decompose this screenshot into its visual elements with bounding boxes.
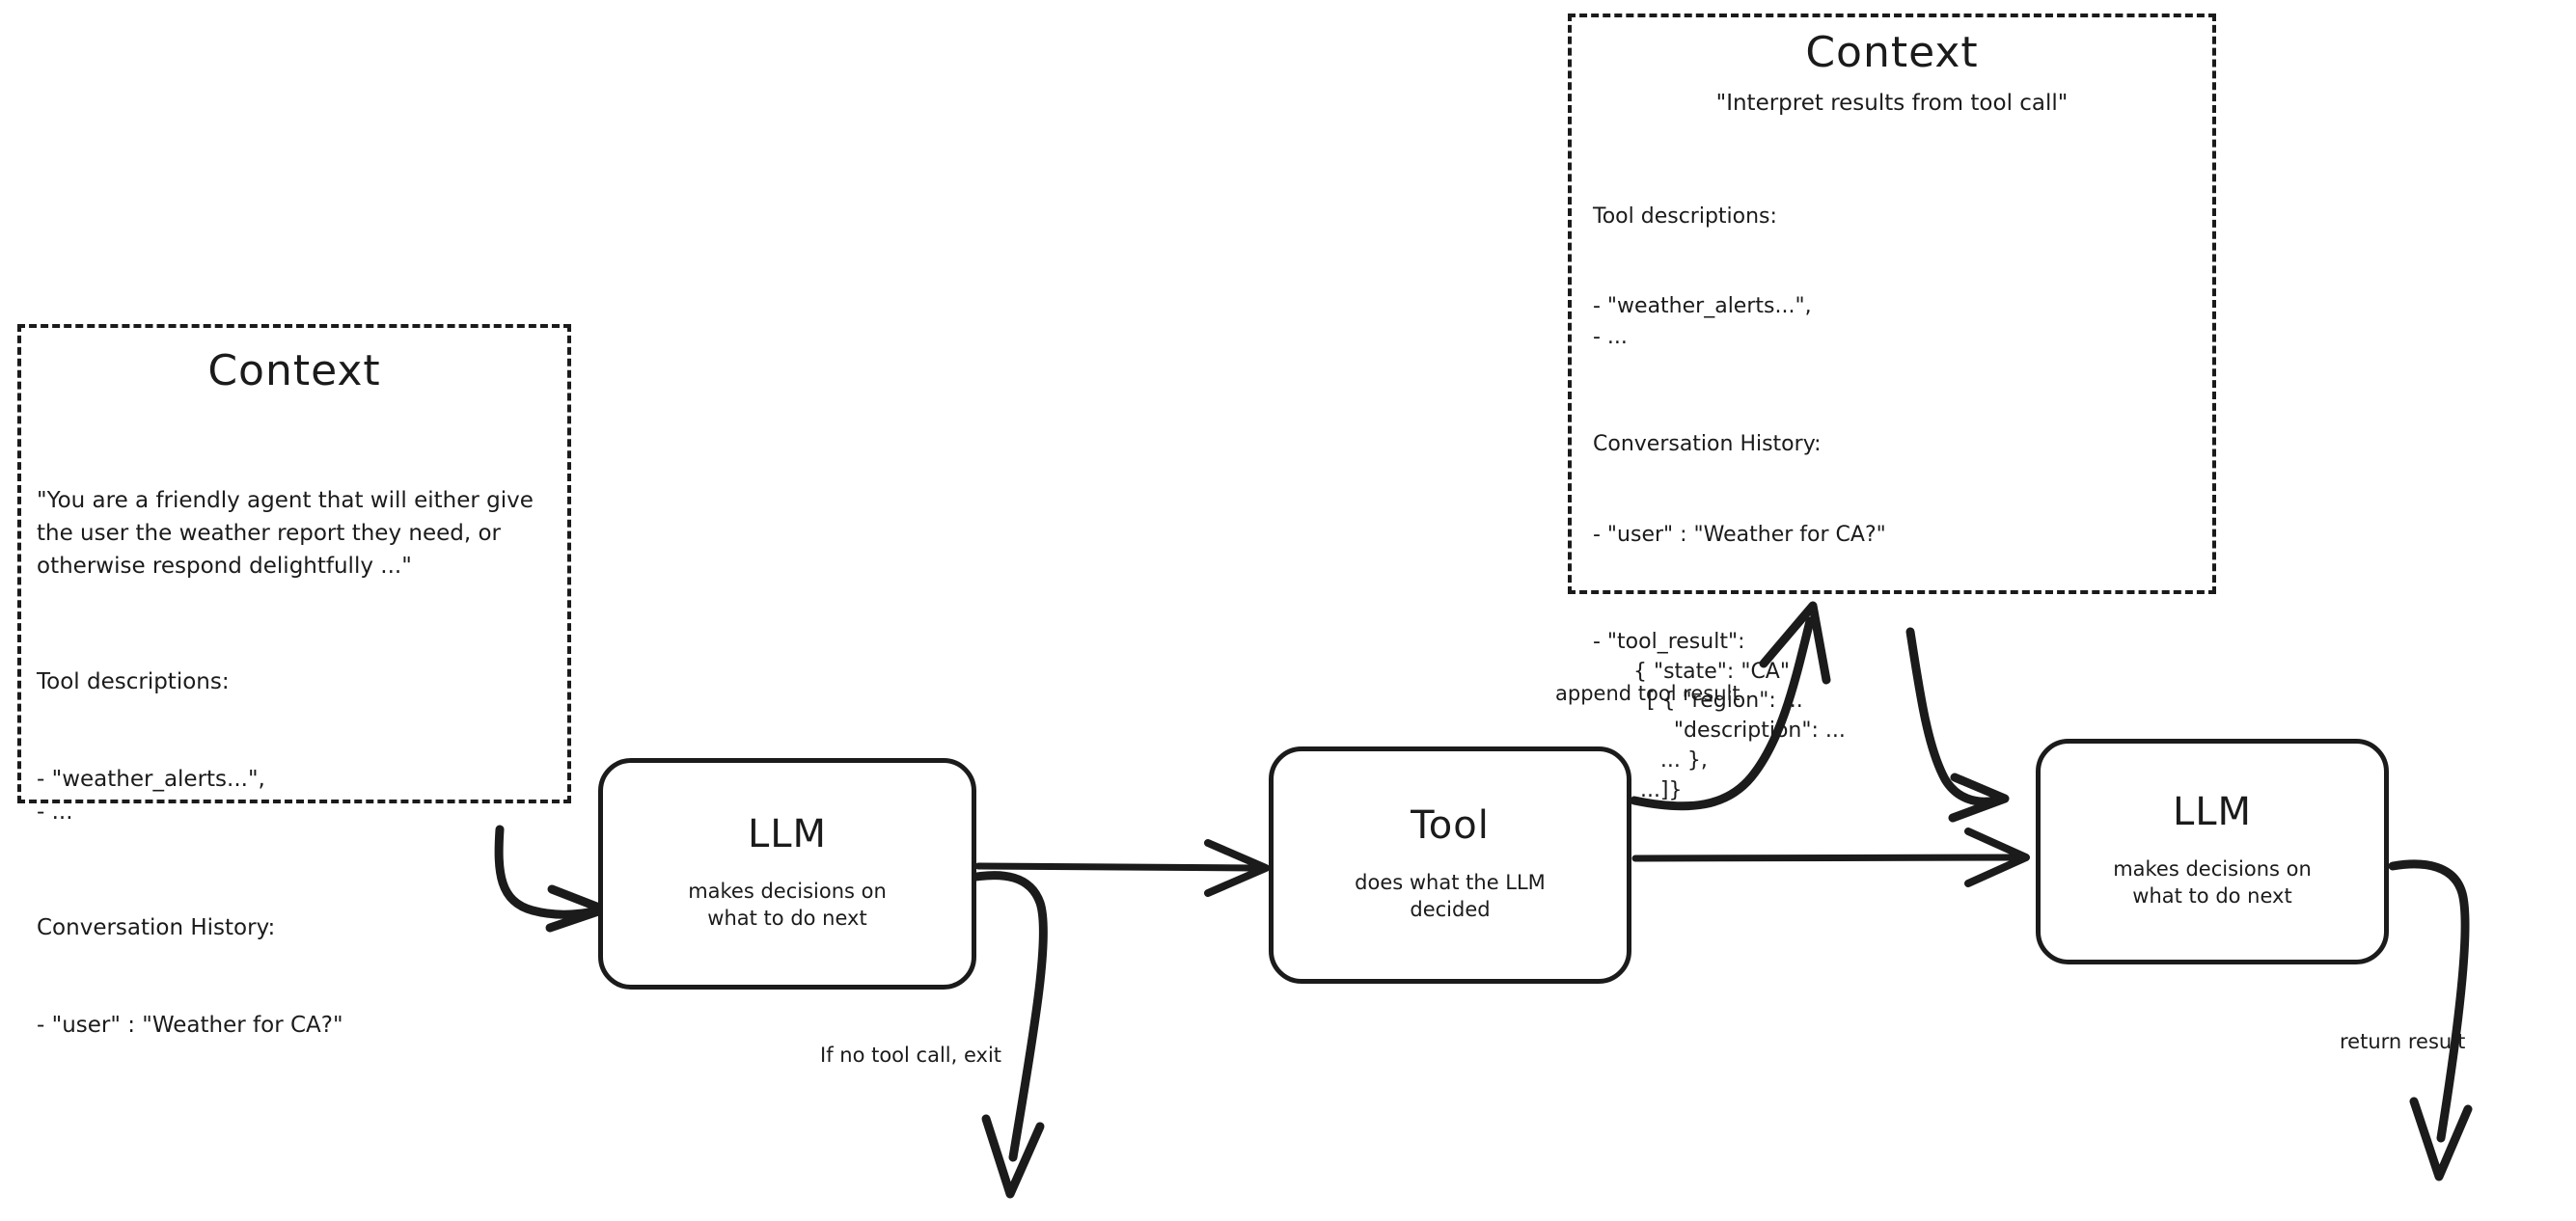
node-llm-first-title: LLM [747,812,828,857]
edge-label-if-no-tool-call-exit: If no tool call, exit [820,1044,1002,1067]
context-right-conversation-heading: Conversation History: [1593,432,1822,457]
edge-llm2-return [2388,859,2470,1143]
node-llm-first-subtitle: makes decisions on what to do next [688,880,887,930]
edge-llm2-return-head [2409,1097,2473,1181]
node-llm-second[interactable]: LLM makes decisions on what to do next [2036,739,2389,964]
edge-context-to-llm1-head [545,884,609,933]
context-right-conversation-user: - "user" : "Weather for CA?" [1593,523,1886,547]
context-left-conversation: - "user" : "Weather for CA?" [37,1013,343,1039]
node-tool[interactable]: Tool does what the LLM decided [1269,746,1631,984]
context-card-initial: Context "You are a friendly agent that w… [17,324,571,1038]
context-right-system-prompt: "Interpret results from tool call" [1715,91,2069,117]
context-left-tools-list: - "weather_alerts...", - ... [37,766,265,825]
context-right-tools-heading: Tool descriptions: [1593,204,1777,229]
context-right-body: Tool descriptions: - "weather_alerts..."… [1593,141,2172,866]
context-right-tools-list: - "weather_alerts...", - ... [1593,294,1812,349]
context-left-conversation-heading: Conversation History: [37,915,276,941]
node-llm-second-title: LLM [2172,790,2253,835]
context-right-title: Context [1805,28,1979,77]
node-llm-first[interactable]: LLM makes decisions on what to do next [598,758,976,990]
edge-label-return-result: return result [2340,1030,2466,1053]
edge-label-append-tool-result: append tool result [1555,682,1740,705]
edge-llm1-to-tool-head [1204,839,1270,897]
node-tool-subtitle: does what the LLM decided [1355,871,1546,921]
context-left-body: "You are a friendly agent that will eith… [37,421,538,1107]
node-llm-second-subtitle: makes decisions on what to do next [2113,857,2312,908]
context-card-after-tool: Context "Interpret results from tool cal… [1568,14,2216,802]
context-left-system-prompt: "You are a friendly agent that will eith… [37,488,541,579]
edge-llm1-to-tool [974,862,1258,872]
context-right-tool-result: - "tool_result": { "state": "CA", [ { "r… [1593,629,1846,802]
context-left-title: Context [207,346,381,395]
edge-llm1-exit-head [981,1114,1045,1199]
edge-llm1-exit [966,871,1048,1162]
context-left-tools-heading: Tool descriptions: [37,669,230,695]
node-tool-title: Tool [1411,803,1490,849]
